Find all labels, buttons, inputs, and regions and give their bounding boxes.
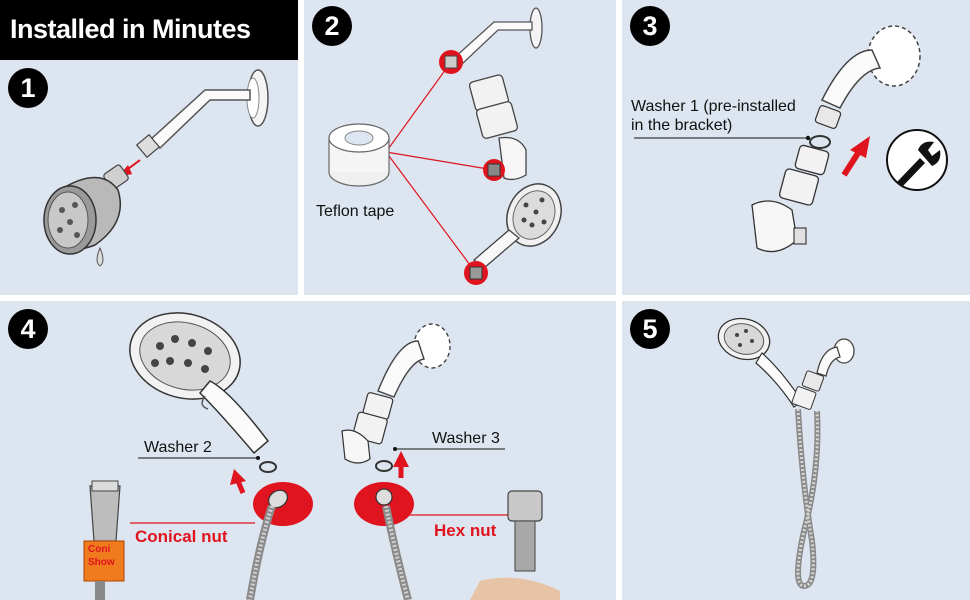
shower-arm-icon <box>439 7 543 74</box>
shower-head-icon <box>129 312 270 455</box>
step-5-illustration <box>717 317 855 590</box>
panel-step-5: 5 <box>622 301 970 600</box>
step-4-illustration <box>83 312 560 600</box>
shower-arm-icon <box>814 25 921 129</box>
hex-nut-icon <box>470 490 560 600</box>
washer-1-label-line-1: Washer 1 (pre-installed <box>631 98 796 115</box>
bracket-icon <box>751 144 830 253</box>
teflon-tape-icon <box>328 123 390 187</box>
conical-nut-label: Conical nut <box>135 527 228 546</box>
hose-icon <box>375 488 412 600</box>
tag-text-1: Coni <box>88 544 111 555</box>
bracket-icon <box>468 74 527 181</box>
teflon-tape-label: Teflon tape <box>316 203 395 220</box>
step-3-illustration <box>634 25 948 253</box>
panel-step-3: 3 Washer 1 (pre-installed in the bracket… <box>622 0 970 295</box>
shower-arm-icon <box>135 89 251 159</box>
panel-step-2: 2 Teflon tape <box>304 0 616 295</box>
panel-step-4: 4 Washer 2 Washer 3 Conical nut Hex nut … <box>0 301 616 600</box>
tag-text-2: Show <box>88 557 115 568</box>
shower-head-icon <box>464 183 562 285</box>
hose-icon <box>246 489 288 600</box>
step-number-1: 1 <box>8 68 48 108</box>
connector-lines <box>385 61 495 274</box>
step-1-illustration <box>43 69 269 267</box>
step-2-illustration <box>328 7 562 285</box>
step-number-2: 2 <box>312 6 352 46</box>
hose-icon <box>795 408 821 590</box>
shower-arm-icon <box>377 323 451 398</box>
page-title: Installed in Minutes <box>0 0 298 60</box>
wrench-icon <box>886 129 948 191</box>
washer-3-label: Washer 3 <box>432 430 500 447</box>
hex-nut-label: Hex nut <box>434 521 497 540</box>
panel-step-1: Installed in Minutes 1 <box>0 0 298 295</box>
washer-2-label: Washer 2 <box>144 439 212 456</box>
shower-arm-icon <box>816 338 855 377</box>
step-number-5: 5 <box>630 309 670 349</box>
washer-icon <box>809 135 831 149</box>
conical-nut-icon <box>83 480 125 600</box>
step-number-4: 4 <box>8 309 48 349</box>
washer-2-icon <box>259 461 277 473</box>
shower-head-icon <box>717 317 803 408</box>
washer-3-icon <box>375 460 393 472</box>
bracket-icon <box>791 370 825 410</box>
step-number-3: 3 <box>630 6 670 46</box>
arrow-up-icon <box>230 469 246 494</box>
arrow-up-icon <box>841 136 870 177</box>
bracket-icon <box>341 392 394 464</box>
washer-1-label-line-2: in the bracket) <box>631 117 733 134</box>
wall-flange <box>246 69 269 127</box>
arrow-up-icon <box>393 451 409 478</box>
shower-head-icon <box>43 164 129 267</box>
